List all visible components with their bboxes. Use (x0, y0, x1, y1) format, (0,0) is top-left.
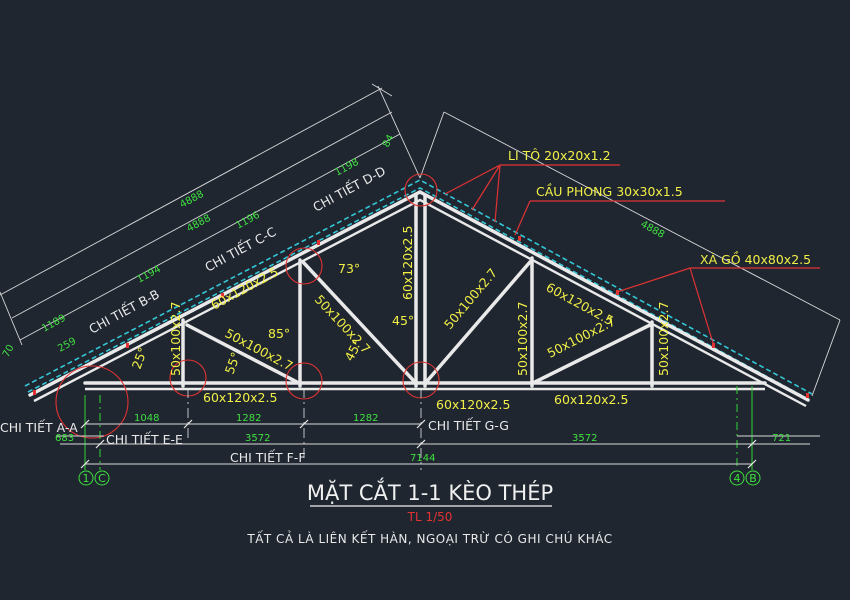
angle-a6: 25° (129, 345, 151, 371)
label-vert-right-inner: 50x100x2.7 (515, 302, 530, 376)
slope-dimension-lines (0, 83, 841, 397)
roof-sheeting (24, 179, 813, 401)
dim-slope-outer: 4888 (178, 189, 206, 211)
label-detail-e: CHI TIẾT E-E (106, 431, 183, 447)
grid-lines (84, 386, 753, 470)
label-detail-f: CHI TIẾT F-F (230, 449, 306, 465)
dim-slope-inner: 4888 (185, 213, 213, 235)
dim-right-overhang: 721 (772, 433, 791, 444)
label-vert-right-outer: 50x100x2.7 (656, 302, 671, 376)
leaders (444, 164, 820, 344)
dim-slope-right: 4888 (639, 219, 667, 241)
label-top-chord-right: 60x120x2.5 (544, 279, 617, 328)
roof-component-labels: LI TÔ 20x20x1.2 CẦU PHONG 30x30x1.5 XÀ G… (508, 148, 811, 267)
dim-bottom-2: 1282 (236, 413, 261, 424)
axis-label-b: B (749, 472, 757, 485)
label-detail-a: CHI TIẾT A-A (0, 419, 78, 435)
drawing-note: TẤT CẢ LÀ LIÊN KẾT HÀN, NGOẠI TRỪ CÓ GHI… (246, 530, 612, 546)
axis-label-1: 1 (83, 472, 90, 485)
label-diag-left-upper: 50x100x2.7 (312, 292, 374, 357)
label-rafter: CẦU PHONG 30x30x1.5 (536, 183, 683, 199)
bottom-dimension-lines (56, 419, 820, 469)
label-bottom-chord-center: 60x120x2.5 (436, 397, 510, 412)
dim-total: 7144 (410, 453, 435, 464)
label-batten: LI TÔ 20x20x1.2 (508, 148, 611, 163)
dim-half-right: 3572 (572, 433, 597, 444)
dim-seg-2: 1194 (135, 264, 163, 286)
label-bottom-chord-left: 60x120x2.5 (203, 390, 277, 405)
axis-label-c: C (98, 472, 106, 485)
angle-a1: 73° (338, 261, 360, 276)
drawing-title: MẶT CẮT 1-1 KÈO THÉP (307, 477, 553, 505)
title-block: MẶT CẮT 1-1 KÈO THÉP TL 1/50 TẤT CẢ LÀ L… (246, 477, 612, 546)
dim-eave: 259 (56, 336, 78, 355)
label-bottom-chord-right: 60x120x2.5 (554, 392, 628, 407)
label-vert-left: 50x100x2.7 (168, 302, 183, 376)
detail-circle-c (285, 247, 323, 285)
angle-a2: 45° (392, 313, 414, 328)
dim-eave-small: 70 (1, 343, 17, 359)
axis-label-4: 4 (734, 472, 741, 485)
label-diag-right-upper: 50x100x2.7 (441, 265, 500, 332)
label-purlin: XÀ GỒ 40x80x2.5 (700, 251, 811, 267)
joint-marks (33, 236, 809, 398)
axis-bubbles: 1 C 4 B (78, 470, 761, 486)
detail-circles (55, 173, 440, 439)
drawing-scale: TL 1/50 (407, 510, 453, 524)
angle-a4: 85° (268, 326, 290, 341)
dim-seg-1: 1189 (40, 313, 68, 335)
dim-bottom-1: 1048 (134, 413, 159, 424)
label-top-chord-left: 60x120x2.5 (208, 264, 281, 313)
truss-members (28, 190, 810, 408)
detail-circle-a (55, 365, 129, 439)
detail-circle-f (285, 362, 323, 400)
angle-a5: 55° (222, 350, 244, 376)
dim-bottom-3: 1282 (353, 413, 378, 424)
dim-half-left: 3572 (245, 433, 270, 444)
dim-left-overhang: 683 (55, 433, 74, 444)
detail-circle-d (404, 173, 438, 207)
dim-seg-3: 1196 (234, 210, 262, 232)
label-detail-g: CHI TIẾT G-G (428, 417, 509, 433)
dim-tip: 84 (381, 133, 397, 149)
bottom-dimensions: 1048 1282 1282 3572 3572 7144 683 721 (55, 413, 791, 464)
label-king-post: 60x120x2.5 (400, 226, 415, 300)
